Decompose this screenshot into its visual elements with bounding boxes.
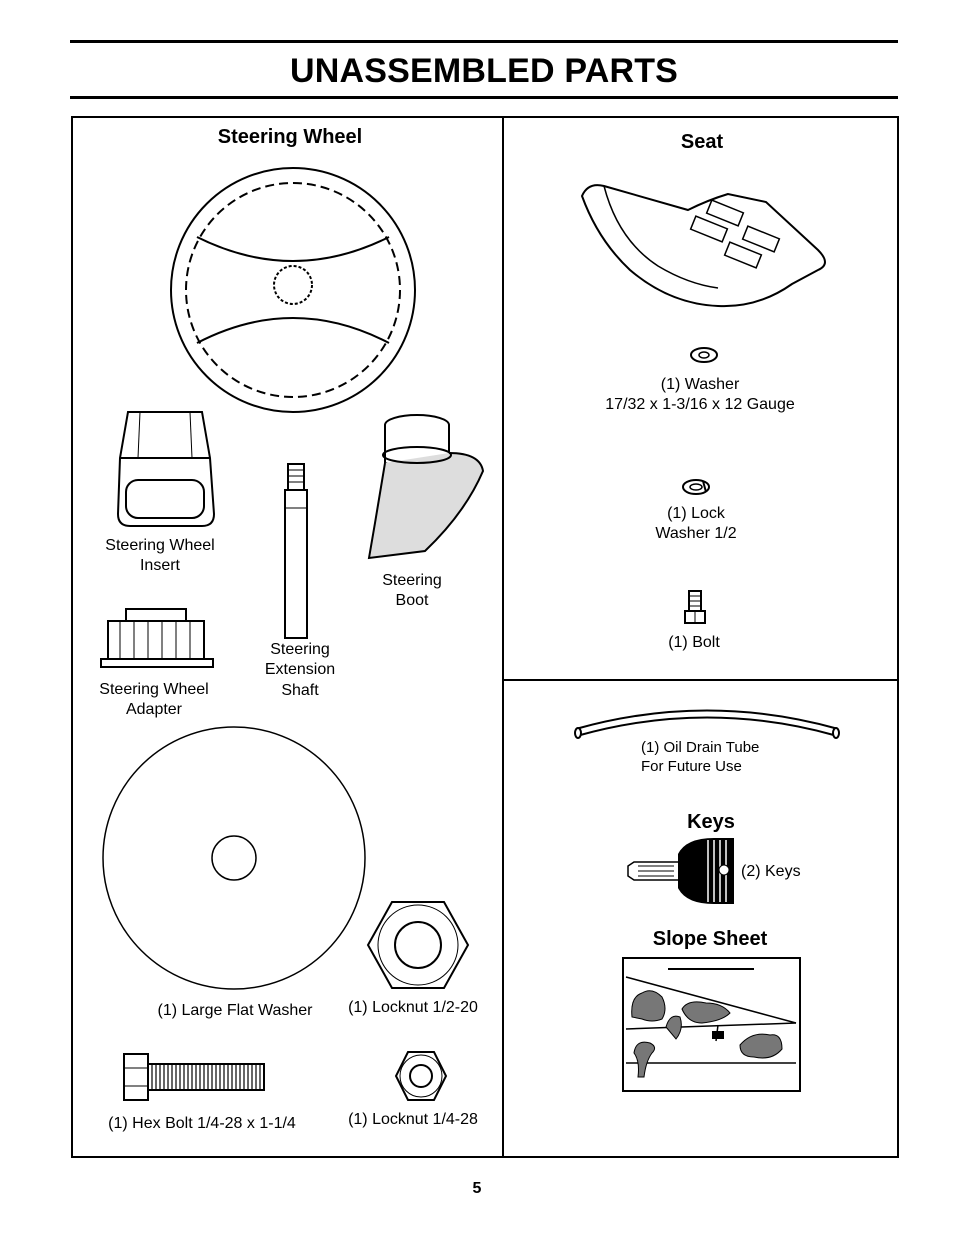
washer-label-line2: 17/32 x 1-3/16 x 12 Gauge (605, 396, 795, 413)
locknut-large-label: (1) Locknut 1/2-20 (348, 999, 478, 1016)
oil-tube-label-line2: For Future Use (641, 758, 742, 775)
keys-label: (2) Keys (741, 863, 801, 880)
washer-label-line1: (1) Washer (660, 376, 740, 393)
oil-tube-label-line1: (1) Oil Drain Tube (641, 739, 760, 756)
key-illustration (627, 838, 734, 904)
large-washer-label: (1) Large Flat Washer (157, 1002, 313, 1019)
seat-heading: Seat (680, 131, 724, 153)
steering-wheel-heading: Steering Wheel (217, 126, 363, 148)
lock-washer-label-line1: (1) Lock (667, 505, 725, 522)
washer-illustration (690, 347, 718, 363)
boot-label-line1: Steering (382, 572, 442, 589)
page-title: UNASSEMBLED PARTS (289, 52, 679, 90)
locknut-large-illustration (366, 901, 470, 989)
keys-heading: Keys (687, 811, 735, 833)
locknut-small-illustration (394, 1051, 448, 1101)
hex-bolt-illustration (123, 1053, 265, 1101)
insert-label-line1: Steering Wheel (105, 537, 215, 554)
title-underline (70, 96, 898, 99)
bolt-illustration (684, 590, 706, 624)
lock-washer-label-line2: Washer 1/2 (655, 525, 737, 542)
bolt-label: (1) Bolt (668, 634, 720, 651)
steering-wheel-insert-illustration (116, 411, 216, 527)
shaft-label-line2: Extension (264, 661, 336, 678)
shaft-label-line3: Shaft (281, 682, 319, 699)
adapter-label-line1: Steering Wheel (99, 681, 209, 698)
slope-sheet-heading: Slope Sheet (652, 928, 768, 950)
slope-sheet-illustration (622, 957, 801, 1092)
top-rule (70, 40, 898, 43)
steering-wheel-adapter-illustration (100, 608, 214, 668)
lock-washer-illustration (682, 479, 710, 495)
steering-extension-shaft-illustration (284, 463, 308, 639)
adapter-label-line2: Adapter (125, 701, 183, 718)
seat-illustration (580, 184, 826, 308)
hex-bolt-label: (1) Hex Bolt 1/4-28 x 1-1/4 (108, 1115, 296, 1132)
misc-panel (502, 679, 899, 1158)
locknut-small-label: (1) Locknut 1/4-28 (348, 1111, 478, 1128)
steering-wheel-illustration (170, 167, 416, 413)
page-number: 5 (472, 1180, 482, 1197)
large-flat-washer-illustration (102, 726, 366, 990)
boot-label-line2: Boot (395, 592, 429, 609)
shaft-label-line1: Steering (270, 641, 330, 658)
oil-drain-tube-illustration (574, 709, 840, 739)
steering-boot-illustration (367, 414, 485, 560)
insert-label-line2: Insert (139, 557, 180, 574)
